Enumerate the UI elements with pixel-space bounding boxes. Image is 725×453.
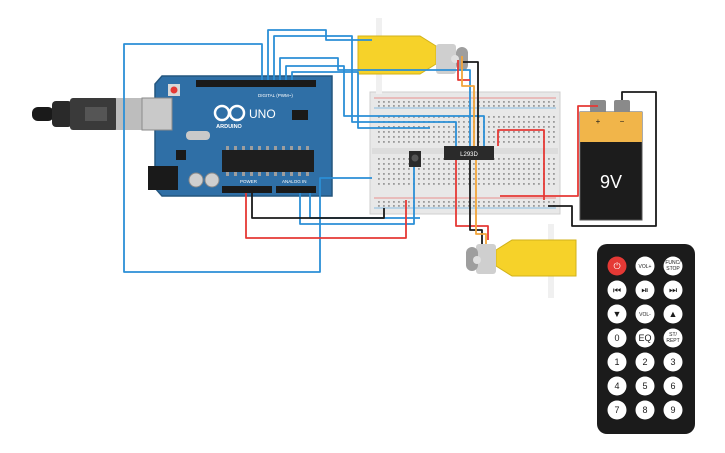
remote-button-label: STOP bbox=[666, 266, 680, 272]
remote-button-label: 2 bbox=[642, 357, 647, 367]
remote-button-st-rept[interactable]: ST/REPT bbox=[663, 328, 683, 348]
remote-button-label: REPT bbox=[666, 338, 679, 344]
remote-button-7[interactable]: 7 bbox=[607, 400, 627, 420]
remote-button-label: EQ bbox=[638, 333, 651, 343]
motor-bottom[interactable] bbox=[466, 224, 577, 298]
remote-button-label: FUNC/ bbox=[665, 260, 681, 266]
remote-button-label: 7 bbox=[614, 405, 619, 415]
arduino-analog-label: ANALOG IN bbox=[282, 179, 307, 184]
arduino-brand-label: ARDUINO bbox=[216, 124, 242, 130]
remote-button-func-stop[interactable]: FUNC/STOP bbox=[663, 256, 683, 276]
battery-9v[interactable]: + − 9V bbox=[579, 100, 643, 221]
remote-button-9[interactable]: 9 bbox=[663, 400, 683, 420]
motor-top[interactable] bbox=[357, 18, 468, 94]
remote-button-8[interactable]: 8 bbox=[635, 400, 655, 420]
remote-button-arrow-down[interactable]: ▼ bbox=[607, 304, 627, 324]
remote-button-arrow-up[interactable]: ▲ bbox=[663, 304, 683, 324]
remote-button-vol-[interactable]: VOL- bbox=[635, 304, 655, 324]
skip-back-icon: ⏮ bbox=[613, 285, 621, 295]
wires bbox=[123, 29, 657, 273]
remote-button-label: VOL- bbox=[639, 312, 651, 318]
ir-receiver bbox=[409, 151, 421, 167]
remote-button-label: 8 bbox=[642, 405, 647, 415]
remote-button-2[interactable]: 2 bbox=[635, 352, 655, 372]
power-icon: ⏻ bbox=[613, 261, 620, 271]
ir-remote[interactable]: ⏻ VOL+ FUNC/STOP ⏮ ⏯ ⏭ ▼ VOL- ▲ 0 EQ ST/REPT 1 2 3 4 5 6 7… bbox=[597, 244, 695, 434]
remote-button-play-pause[interactable]: ⏯ bbox=[635, 280, 655, 300]
arrow-up-icon: ▲ bbox=[669, 309, 678, 319]
remote-button-label: 9 bbox=[670, 405, 675, 415]
remote-button-label: 0 bbox=[614, 333, 619, 343]
motor-driver-label: L293D bbox=[460, 152, 478, 158]
battery-plus-label: + bbox=[596, 117, 601, 126]
remote-button-grid: ⏻ VOL+ FUNC/STOP ⏮ ⏯ ⏭ ▼ VOL- ▲ 0 EQ ST/REPT 1 2 3 4 5 6 7… bbox=[607, 256, 683, 420]
remote-button-power[interactable]: ⏻ bbox=[607, 256, 627, 276]
remote-button-0[interactable]: 0 bbox=[607, 328, 627, 348]
remote-button-vol-[interactable]: VOL+ bbox=[635, 256, 655, 276]
arduino-model-label: UNO bbox=[249, 107, 276, 121]
remote-button-label: 3 bbox=[670, 357, 675, 367]
battery-minus-label: − bbox=[620, 117, 625, 126]
remote-button-label: 1 bbox=[614, 357, 619, 367]
remote-button-label: ST/ bbox=[669, 332, 677, 338]
remote-button-label: 4 bbox=[614, 381, 619, 391]
arduino-board[interactable]: ARDUINO UNO DIGITAL (PWM~) POWER ANALOG … bbox=[141, 75, 333, 197]
remote-button-1[interactable]: 1 bbox=[607, 352, 627, 372]
play-pause-icon: ⏯ bbox=[641, 285, 648, 295]
remote-button-4[interactable]: 4 bbox=[607, 376, 627, 396]
arrow-down-icon: ▼ bbox=[613, 309, 622, 319]
skip-forward-icon: ⏭ bbox=[669, 285, 677, 295]
arduino-digital-label: DIGITAL (PWM~) bbox=[258, 93, 293, 98]
remote-button-eq[interactable]: EQ bbox=[635, 328, 655, 348]
remote-button-label: 6 bbox=[670, 381, 675, 391]
arduino-power-label: POWER bbox=[240, 179, 258, 184]
remote-button-label: VOL+ bbox=[639, 264, 652, 270]
arduino-logo: ARDUINO bbox=[213, 104, 246, 130]
remote-button-skip-back[interactable]: ⏮ bbox=[607, 280, 627, 300]
remote-button-3[interactable]: 3 bbox=[663, 352, 683, 372]
remote-button-5[interactable]: 5 bbox=[635, 376, 655, 396]
remote-button-label: 5 bbox=[642, 381, 647, 391]
remote-button-6[interactable]: 6 bbox=[663, 376, 683, 396]
battery-voltage-label: 9V bbox=[600, 172, 622, 192]
remote-button-skip-forward[interactable]: ⏭ bbox=[663, 280, 683, 300]
motor-driver-chip[interactable]: L293D bbox=[444, 146, 494, 160]
